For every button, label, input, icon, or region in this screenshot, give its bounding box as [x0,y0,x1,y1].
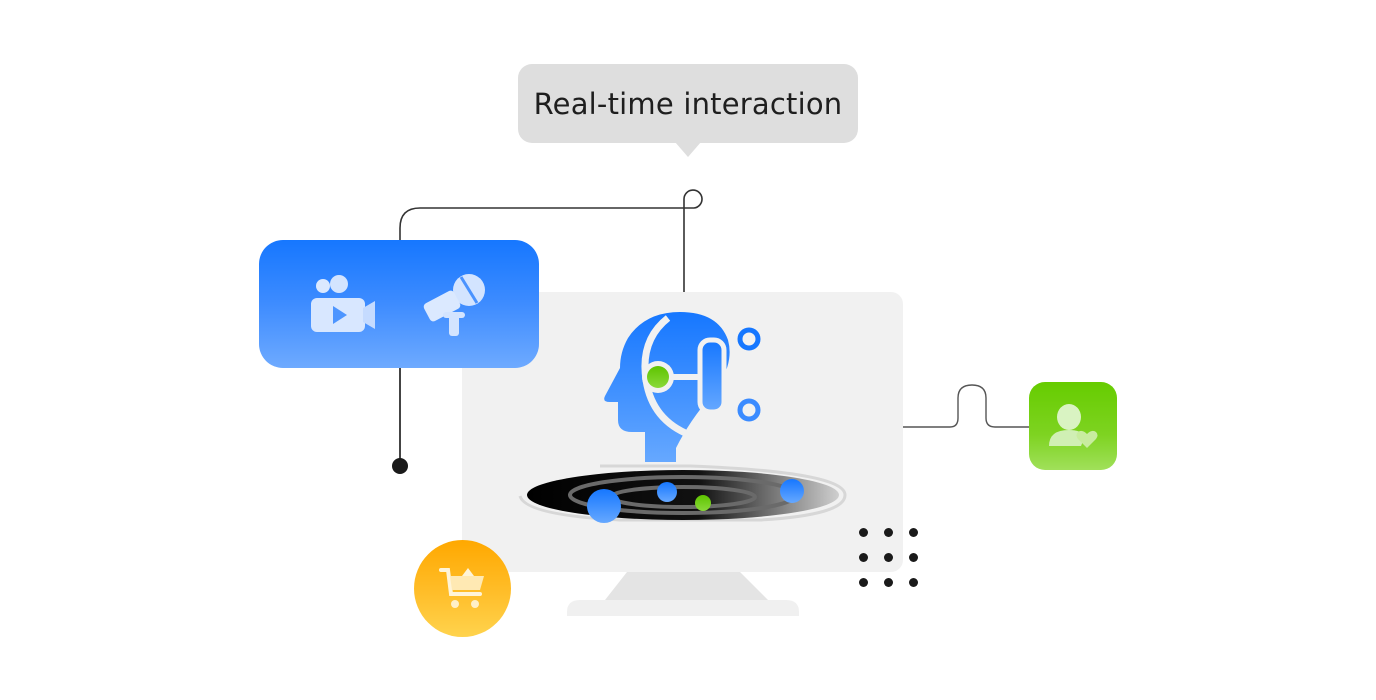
shopping-cart-badge[interactable] [414,540,511,637]
shopping-cart-icon [439,568,484,608]
user-heart-icon [1049,404,1098,448]
orbit-planet [657,482,677,502]
video-camera-icon [311,275,375,332]
dot [884,553,893,562]
dot [859,578,868,587]
orbit-planet [780,479,804,503]
bubble-tail [675,142,701,157]
orbit-planet [587,489,621,523]
realtime-interaction-bubble: Real-time interaction [518,64,858,143]
media-card[interactable] [259,240,539,368]
dot [859,553,868,562]
dot [909,578,918,587]
dot [909,553,918,562]
orbit-planet [695,495,711,511]
dot [884,578,893,587]
ai-head-headset-icon [604,312,761,462]
user-favorite-card[interactable] [1029,382,1117,470]
dot [909,528,918,537]
bubble-label: Real-time interaction [533,86,843,121]
dot [884,528,893,537]
connector-anchor-dot [392,458,408,474]
connector-screen-to-user [903,384,1029,428]
connector-bubble-to-media [399,189,703,292]
dot [859,528,868,537]
dot-grid [859,528,919,588]
orbit-disk [518,464,847,523]
microphone-icon [423,274,485,336]
